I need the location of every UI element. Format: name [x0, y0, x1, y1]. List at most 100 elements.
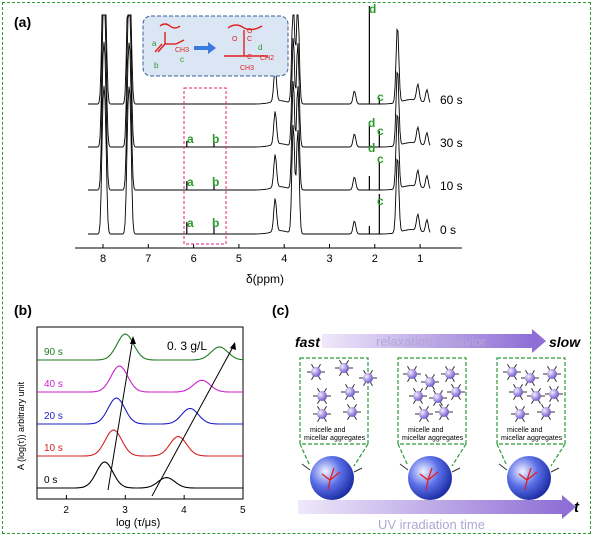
series-label-90s: 90 s	[44, 347, 63, 358]
micelle-box	[299, 357, 369, 445]
micelle-sphere-icon	[525, 373, 535, 383]
zoom-connector	[397, 443, 467, 467]
peak-d-30s: d	[368, 116, 375, 130]
peak-b-30s: b	[212, 132, 219, 146]
series-line-40s	[37, 365, 243, 393]
panel-c-label: (c)	[272, 302, 290, 318]
micelle-sphere-icon	[317, 409, 327, 419]
panel-b-xtick-label: 2	[63, 505, 69, 516]
nmr-trace	[88, 41, 431, 191]
panel-a-label: (a)	[14, 14, 32, 30]
reaction-inset	[142, 15, 289, 77]
micelle-sphere-icon	[425, 377, 435, 387]
micelle-sphere-icon	[347, 407, 357, 417]
trace-label-10s: 10 s	[440, 179, 463, 193]
box-caption-1: micelle and	[507, 427, 543, 434]
t-label: t	[574, 499, 580, 516]
series-label-40s: 40 s	[44, 379, 63, 390]
concentration-label: 0. 3 g/L	[167, 339, 207, 353]
crosslink-network-icon	[419, 467, 439, 491]
box-caption-1: micelle and	[408, 427, 444, 434]
box-caption-2: micellar aggregates	[402, 435, 464, 442]
panel-a-xtick-label: 6	[191, 253, 197, 265]
micelle-sphere-icon	[317, 391, 327, 401]
micelle-sphere-icon	[345, 387, 355, 397]
inset-label-a: a	[152, 39, 157, 48]
highlight-box	[183, 87, 227, 245]
micelle-sphere-icon	[547, 369, 557, 379]
panel-a-xtick-label: 3	[327, 253, 333, 265]
panel-b-ticks: 2 3 4 5	[63, 495, 246, 516]
inset-polymer-structure	[224, 24, 268, 57]
panel-a-xtick-label: 2	[372, 253, 378, 265]
peak-d-60s: d	[369, 2, 376, 16]
panel-a-xtick-label: 1	[417, 253, 423, 265]
micelle-sphere-icon	[445, 369, 455, 379]
series-label-0s: 0 s	[44, 475, 57, 486]
inset-label-d: d	[258, 43, 262, 52]
inset-o1: O	[232, 36, 238, 43]
panel-b-series	[37, 333, 244, 489]
trend-arrowhead-2	[230, 342, 236, 350]
panel-a-xtick-label: 5	[236, 253, 242, 265]
inset-ch2: CH2	[260, 55, 274, 62]
panel-b-ylabel: A (log(τ)) arbitrary unit	[16, 381, 26, 470]
micelle-sphere-icon	[513, 387, 523, 397]
panel-a-xlabel: δ(ppm)	[246, 272, 284, 286]
micelle-sphere-icon	[419, 409, 429, 419]
trend-arrow-2	[151, 344, 235, 497]
panel-a-xtick-label: 7	[145, 253, 151, 265]
nmr-trace	[88, 14, 431, 148]
box-caption-2: micellar aggregates	[304, 435, 366, 442]
panel-b-xtick-label: 3	[122, 505, 128, 516]
relaxation-label: relaxation behavior	[376, 334, 487, 349]
panel-b-label: (b)	[14, 302, 32, 318]
series-line-90s	[37, 333, 244, 361]
peak-a-10s: a	[187, 175, 194, 189]
relaxation-arrowhead	[532, 329, 546, 353]
micelle-sphere-icon	[451, 387, 461, 397]
micelle-sphere-icon	[549, 389, 559, 399]
zoom-connector	[496, 443, 566, 467]
micelle-sphere-icon	[413, 391, 423, 401]
inset-label-b: b	[154, 61, 159, 70]
micelle-sphere-icon	[439, 407, 449, 417]
peak-b-10s: b	[212, 175, 219, 189]
panel-b-series-labels: 0 s 10 s 20 s 40 s 90 s	[44, 347, 63, 486]
peak-c-10s: c	[377, 152, 384, 166]
box-caption-2: micellar aggregates	[501, 435, 563, 442]
reaction-arrow-icon	[194, 42, 216, 54]
panel-a-xtick-label: 8	[100, 253, 106, 265]
micelle-sphere-icon	[363, 373, 373, 383]
trend-arrow-1	[107, 337, 134, 491]
micelle-sphere-icon	[507, 367, 517, 377]
trace-label-30s: 30 s	[440, 136, 463, 150]
inset-label-c: c	[180, 55, 184, 64]
panel-b-xtick-label: 4	[181, 505, 187, 516]
fast-label: fast	[295, 334, 321, 350]
uv-time-arrow	[298, 500, 564, 514]
micelle-sphere-icon	[531, 391, 541, 401]
inset-ch3-right: CH3	[240, 65, 254, 72]
zoom-connector	[299, 443, 369, 467]
micelle-sphere-icon	[339, 363, 349, 373]
peak-c-60s: c	[377, 90, 384, 104]
series-label-20s: 20 s	[44, 411, 63, 422]
inset-o2: O	[247, 28, 253, 35]
nmr-trace	[88, 85, 431, 235]
trend-arrowhead-1	[130, 336, 136, 344]
nmr-trace	[88, 14, 431, 105]
micelle-box	[496, 357, 566, 445]
series-label-10s: 10 s	[44, 443, 63, 454]
micelle-sphere-icon	[541, 407, 551, 417]
uv-time-label: UV irradiation time	[378, 517, 485, 532]
peak-c-0s: c	[377, 194, 384, 208]
panel-b-xtick-label: 5	[240, 505, 246, 516]
micelle-sphere-icon	[433, 393, 443, 403]
peak-c-30s: c	[377, 124, 384, 138]
micelle-sphere-icon	[407, 369, 417, 379]
